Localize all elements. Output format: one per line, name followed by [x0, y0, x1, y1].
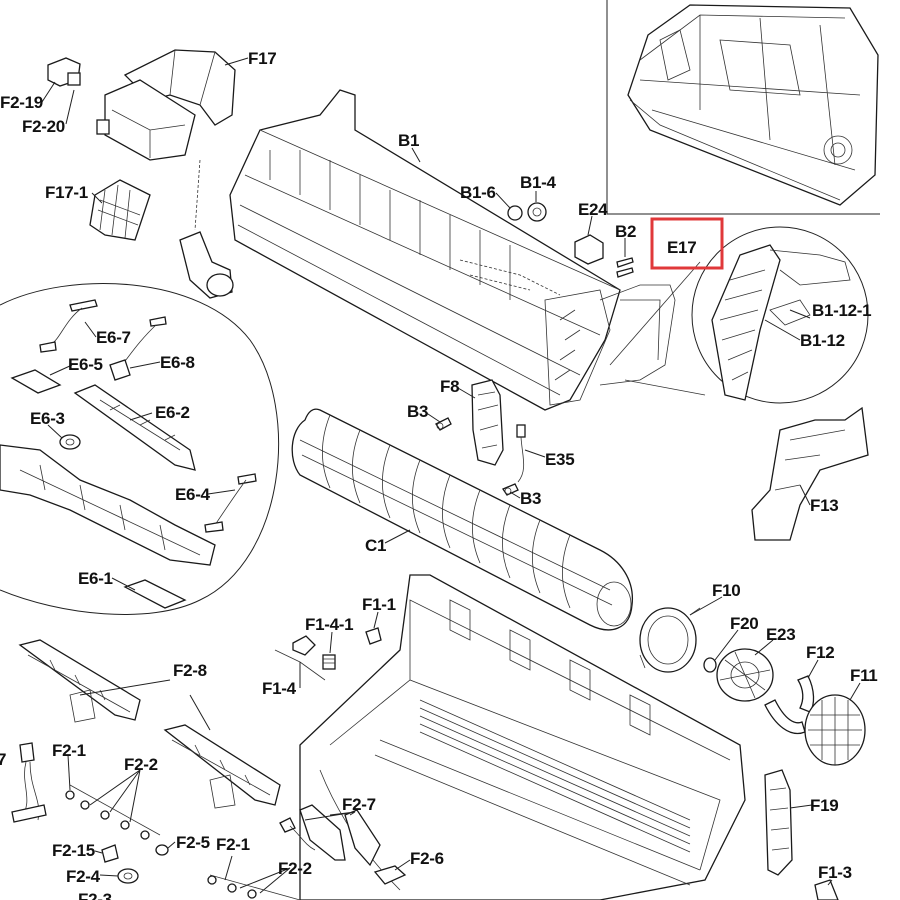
part-f2-8-bracket-b	[163, 724, 281, 809]
part-f2-6	[373, 865, 407, 885]
label-F13: F13	[810, 496, 838, 515]
part-b2	[616, 257, 634, 278]
label-F2-19: F2-19	[0, 93, 43, 112]
part-f17-duct	[96, 49, 236, 161]
part-b3-screw-a	[435, 417, 452, 431]
label-F12: F12	[806, 643, 834, 662]
label-E6-7: E6-7	[96, 328, 131, 347]
label-B3-upper: B3	[407, 402, 428, 421]
label-F19: F19	[810, 796, 838, 815]
label-F8: F8	[440, 377, 459, 396]
label-F2-15: F2-15	[52, 841, 95, 860]
label-E17: E17	[667, 238, 696, 257]
part-f2-19-connector	[47, 57, 81, 87]
highlight-box-e17	[650, 217, 724, 270]
label-F2-1-upper: F2-1	[52, 741, 86, 760]
label-F2-20: F2-20	[22, 117, 65, 136]
part-f1-4-hinge	[274, 635, 326, 681]
label-F2-2-upper: F2-2	[124, 755, 158, 774]
part-f8-bracket	[471, 379, 504, 466]
label-F1-4: F1-4	[262, 679, 297, 698]
label-B2: B2	[615, 222, 636, 241]
label-7: 7	[0, 750, 6, 769]
label-F2-6: F2-6	[410, 849, 444, 868]
part-b1-6	[507, 205, 523, 221]
part-e24	[574, 234, 604, 265]
label-E23: E23	[766, 625, 795, 644]
part-b3-screw-b	[502, 483, 519, 496]
part-f2-wire-harness	[11, 742, 47, 823]
part-f17-1-filter	[89, 179, 151, 241]
leader-lines	[41, 57, 861, 894]
label-C1: C1	[365, 536, 386, 555]
label-B1-12-1: B1-12-1	[812, 301, 871, 320]
label-F10: F10	[712, 581, 740, 600]
label-E6-1: E6-1	[78, 569, 113, 588]
part-f1-3	[814, 879, 839, 900]
part-f19-cover	[764, 769, 793, 876]
part-f1-1-screw	[365, 627, 382, 645]
label-F17-1: F17-1	[45, 183, 88, 202]
label-B3-lower: B3	[520, 489, 541, 508]
part-f1-front-panel	[299, 574, 746, 900]
label-E6-4: E6-4	[175, 485, 211, 504]
label-E6-8: E6-8	[160, 353, 195, 372]
part-f2-8-bracket-a	[18, 639, 141, 723]
label-F2-2-lower: F2-2	[278, 859, 312, 878]
label-F1-3: F1-3	[818, 863, 852, 882]
part-b1-4	[527, 202, 547, 222]
label-E6-5: E6-5	[68, 355, 103, 374]
label-B1: B1	[398, 131, 419, 150]
part-f13-cover	[751, 406, 869, 541]
label-F11: F11	[850, 666, 877, 685]
label-F2-4: F2-4	[66, 867, 101, 886]
assembled-unit-inset	[606, 0, 880, 215]
label-F2-5: F2-5	[176, 833, 210, 852]
label-E24: E24	[578, 200, 608, 219]
label-B1-6: B1-6	[460, 183, 496, 202]
part-e35-sensor	[516, 424, 526, 483]
label-F1-4-1: F1-4-1	[305, 615, 353, 634]
label-F2-3: F2-3	[78, 890, 112, 900]
label-F17: F17	[248, 49, 276, 68]
part-c1-fan	[291, 408, 634, 631]
label-E6-2: E6-2	[155, 403, 190, 422]
part-drain-hose	[179, 159, 234, 299]
part-f2-1-clips-a	[65, 784, 161, 840]
label-B1-4: B1-4	[520, 173, 556, 192]
part-e23-motor	[716, 648, 774, 702]
part-f2-5	[155, 844, 169, 856]
part-f20-bearing	[703, 657, 717, 673]
label-F2-1-lower: F2-1	[216, 835, 250, 854]
part-f2-15	[101, 844, 119, 863]
label-F1-1: F1-1	[362, 595, 396, 614]
part-f1-4-1-spring	[322, 654, 336, 670]
label-B1-12: B1-12	[800, 331, 845, 350]
label-F2-7: F2-7	[342, 795, 376, 814]
detail-circle-e6	[0, 282, 280, 615]
label-F2-8: F2-8	[173, 661, 207, 680]
part-f10-ring	[639, 607, 701, 673]
label-E35: E35	[545, 450, 574, 469]
detail-circle-b1-12	[609, 226, 869, 404]
label-E6-3: E6-3	[30, 409, 65, 428]
label-F20: F20	[730, 614, 758, 633]
part-f2-4-knob	[117, 868, 139, 884]
part-f2-1-clips-b	[207, 874, 301, 900]
part-f11-grill	[804, 694, 866, 766]
callout-labels: F17 F2-19 F2-20 B1 F17-1 B1-6 B1-4 E24 B…	[0, 49, 878, 900]
part-b1-heat-exchanger	[229, 89, 676, 411]
